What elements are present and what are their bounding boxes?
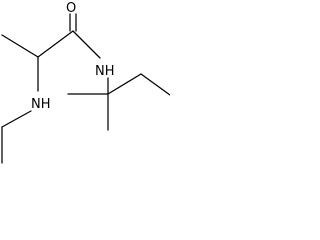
carbonyl-to-alpha-carbon-bond bbox=[37, 30, 74, 58]
molecule-diagram: O NH NH bbox=[1, 1, 170, 164]
carbonyl-to-amide-n-bond bbox=[72, 30, 101, 59]
amine-to-ethyl-ch2-bond bbox=[1, 110, 32, 128]
bonds bbox=[1, 13, 170, 164]
ch2-to-ch3-bond bbox=[140, 73, 170, 96]
chemical-structure-canvas: O NH NH bbox=[0, 0, 170, 171]
atom-labels: O NH NH bbox=[31, 1, 115, 112]
amide-nitrogen-label: NH bbox=[95, 64, 115, 79]
amine-nitrogen-label: NH bbox=[31, 97, 51, 112]
carbonyl-oxygen-label: O bbox=[66, 1, 76, 16]
alpha-carbon-to-methyl-bond bbox=[1, 34, 39, 58]
quaternary-to-ch2-bond bbox=[107, 73, 142, 95]
